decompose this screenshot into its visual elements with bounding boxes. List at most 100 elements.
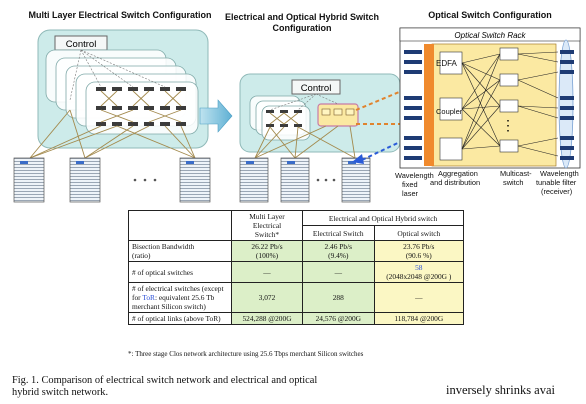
switch-icons-left bbox=[96, 87, 186, 126]
table-row: # of electrical switches (except for ToR… bbox=[128, 282, 465, 313]
optical-labels: Wavelength fixed laser Aggregation and d… bbox=[395, 169, 579, 198]
row-label-optical-switches: # of optical switches bbox=[128, 261, 232, 283]
row-label-bisection-2: (ratio) bbox=[132, 251, 151, 260]
label-multicast-1: Multicast- bbox=[500, 169, 532, 178]
rack-ellipsis-left bbox=[133, 178, 157, 182]
row-label-electrical-switches: # of electrical switches (except for ToR… bbox=[128, 282, 232, 313]
cell-es-optical-switches: — bbox=[302, 261, 375, 283]
cell-es-electrical-switches: 288 bbox=[302, 282, 375, 313]
laser-inputs bbox=[404, 50, 422, 160]
table-row: # of optical switches — — 58 (2048x2048 … bbox=[128, 261, 465, 283]
header-hybrid: Electrical and Optical Hybrid switch bbox=[302, 210, 464, 226]
cell-os-electrical-switches: — bbox=[373, 282, 465, 313]
cell-ml-bisection: 26.22 Pb/s (100%) bbox=[231, 240, 303, 262]
control-label-mid: Control bbox=[301, 83, 332, 94]
label-tunable-1: Wavelength bbox=[540, 169, 579, 178]
cell-ml-bisection-2: (100%) bbox=[255, 251, 279, 260]
adjacent-column-text: inversely shrinks avai bbox=[446, 383, 556, 397]
cell-os-optical-switches-detail: (2048x2048 @200G ) bbox=[386, 272, 452, 281]
optical-rack-header bbox=[399, 27, 581, 42]
label-fixed-laser-2: fixed bbox=[402, 180, 418, 189]
optical-switch-count-link[interactable]: 58 bbox=[415, 263, 423, 272]
edfa-label: EDFA bbox=[436, 59, 458, 68]
hybrid-title-line2: Configuration bbox=[272, 23, 332, 33]
label-tunable-3: (receiver) bbox=[541, 187, 572, 196]
optical-units-mid bbox=[321, 108, 355, 116]
comparison-table: Multi Layer Electrical Switch* Electrica… bbox=[128, 210, 465, 325]
control-lines-mid bbox=[269, 93, 339, 111]
row-label-bisection-1: Bisection Bandwidth bbox=[132, 242, 195, 251]
optical-diagram: Optical Switch Rack EDFA Coupler bbox=[395, 27, 581, 198]
cell-os-optical-links: 118,784 @200G bbox=[373, 312, 465, 325]
multicast-switch-boxes bbox=[499, 47, 519, 153]
table-header-row-1: Multi Layer Electrical Switch* Electrica… bbox=[128, 210, 464, 241]
header-optical: Optical switch bbox=[373, 225, 465, 241]
cell-es-bisection-2: (9.4%) bbox=[328, 251, 349, 260]
multi-layer-diagram: Control bbox=[13, 29, 211, 203]
label-fixed-laser-1: Wavelength bbox=[395, 171, 434, 180]
multi-layer-title: Multi Layer Electrical Switch Configurat… bbox=[28, 10, 212, 20]
table-header-row-2: Electrical Switch Optical switch bbox=[129, 225, 465, 241]
cell-es-optical-links: 24,576 @200G bbox=[302, 312, 375, 325]
table-corner-cell bbox=[128, 210, 232, 241]
table-footnote: *: Three stage Clos network architecture… bbox=[128, 350, 364, 358]
header-electrical: Electrical Switch bbox=[302, 225, 375, 241]
cell-ml-bisection-1: 26.22 Pb/s bbox=[251, 242, 283, 251]
rack-ellipsis-mid bbox=[316, 178, 336, 182]
label-aggregation-2: and distribution bbox=[430, 178, 480, 187]
label-fixed-laser-3: laser bbox=[402, 189, 419, 198]
cell-ml-electrical-switches: 3,072 bbox=[231, 282, 303, 313]
server-racks-left bbox=[13, 157, 211, 203]
hybrid-diagram: Control bbox=[239, 73, 405, 203]
table-row: Bisection Bandwidth (ratio) 26.22 Pb/s (… bbox=[128, 240, 465, 262]
row-label-es-pre: # of electrical switches (except bbox=[132, 284, 224, 293]
blue-arrow-head-icon bbox=[352, 154, 364, 164]
laser-column bbox=[424, 44, 434, 166]
header-multi-layer: Multi Layer Electrical Switch* bbox=[231, 210, 303, 241]
label-aggregation-1: Aggregation bbox=[438, 169, 478, 178]
control-lines-left bbox=[69, 49, 166, 101]
label-multicast-2: switch bbox=[503, 178, 524, 187]
optical-rack-label: Optical Switch Rack bbox=[454, 31, 526, 40]
control-label-left: Control bbox=[66, 39, 97, 50]
rack-dots: ⋮ bbox=[501, 117, 515, 133]
row-label-es-for: for bbox=[132, 293, 143, 302]
links-left bbox=[29, 90, 196, 159]
caption-line1: Fig. 1. Comparison of electrical switch … bbox=[12, 375, 318, 386]
header-ml-line1: Multi Layer bbox=[249, 212, 285, 221]
cell-os-bisection-1: 23.76 Pb/s bbox=[403, 242, 435, 251]
cell-os-bisection-2: (90.6 %) bbox=[405, 251, 432, 260]
row-label-es-end: merchant Silicon switch) bbox=[132, 302, 206, 311]
table-row: # of optical links (above ToR) 524,288 @… bbox=[128, 312, 465, 325]
fanout-lines bbox=[461, 53, 501, 150]
row-label-es-post: : equivalent 25.6 Tb bbox=[154, 293, 215, 302]
header-ml-line3: Switch* bbox=[254, 230, 280, 239]
caption-line2: hybrid switch network. bbox=[12, 387, 109, 398]
hybrid-title: Electrical and Optical Hybrid Switch Con… bbox=[222, 12, 382, 34]
label-tunable-2: tunable filter bbox=[536, 178, 577, 187]
cell-ml-optical-switches: — bbox=[231, 261, 303, 283]
server-racks-mid bbox=[239, 157, 371, 203]
hybrid-planes bbox=[249, 95, 311, 141]
network-diagram: Control bbox=[13, 27, 581, 203]
coupler-boxes bbox=[439, 51, 463, 161]
cell-es-bisection: 2.46 Pb/s (9.4%) bbox=[302, 240, 375, 262]
cell-os-optical-switches: 58 (2048x2048 @200G ) bbox=[373, 261, 465, 283]
optical-title: Optical Switch Configuration bbox=[428, 10, 552, 20]
cell-ml-optical-links: 524,288 @200G bbox=[231, 312, 303, 325]
tor-link[interactable]: ToR bbox=[142, 293, 155, 302]
receiver-outputs bbox=[560, 50, 574, 160]
cell-os-bisection: 23.76 Pb/s (90.6 %) bbox=[373, 240, 465, 262]
output-lines bbox=[517, 51, 559, 157]
transition-arrow-icon bbox=[199, 99, 233, 133]
switch-icons-mid bbox=[266, 110, 302, 127]
cell-es-bisection-1: 2.46 Pb/s bbox=[324, 242, 353, 251]
row-label-optical-links: # of optical links (above ToR) bbox=[128, 312, 232, 325]
row-label-bisection: Bisection Bandwidth (ratio) bbox=[128, 240, 232, 262]
links-mid bbox=[254, 112, 356, 159]
header-ml-line2: Electrical bbox=[252, 221, 282, 230]
coupler-label: Coupler bbox=[436, 107, 463, 116]
stacked-planes bbox=[45, 49, 199, 135]
hybrid-title-line1: Electrical and Optical Hybrid Switch bbox=[224, 12, 380, 22]
dashed-optical-links bbox=[355, 89, 405, 161]
